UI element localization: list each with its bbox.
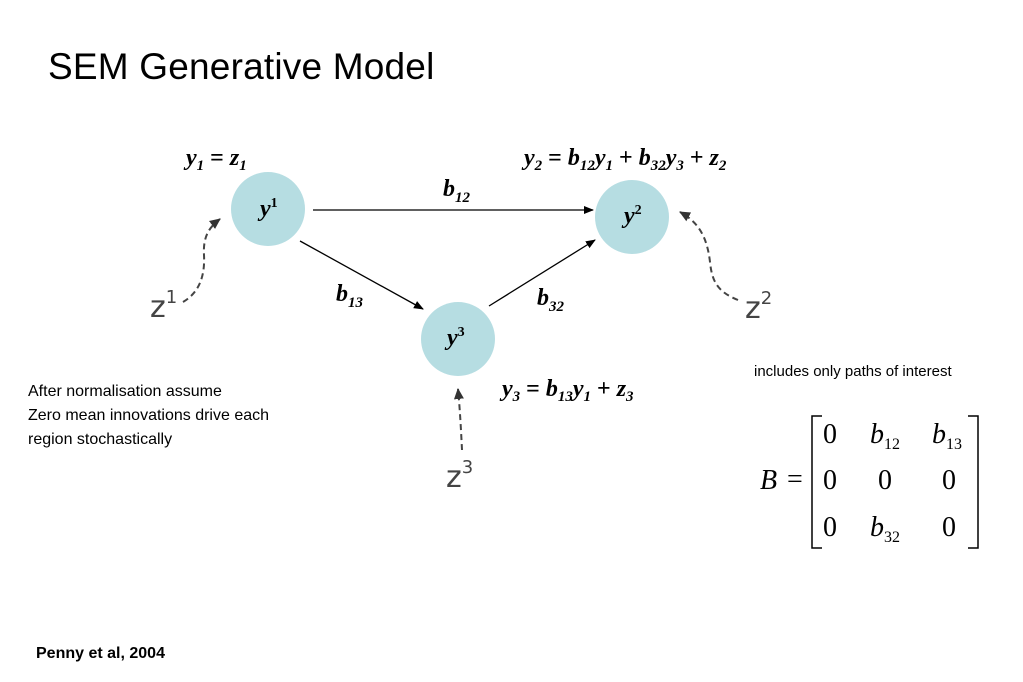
matrix-cell-r3c2: b32 (870, 512, 900, 546)
edge-b12-label: b12 (443, 176, 470, 206)
matrix-name: B (760, 465, 778, 496)
edge-b13-arrow (299, 240, 424, 310)
slide-title: SEM Generative Model (48, 46, 435, 87)
matrix-cell-r1c1: 0 (823, 419, 837, 450)
node-y2-label: y2 (624, 203, 642, 229)
note-line: Zero mean innovations drive each (28, 407, 270, 424)
node-y3-label: y3 (447, 325, 465, 351)
edge-b32-arrow (488, 239, 596, 307)
edge-b32-label: b32 (537, 285, 564, 315)
matrix-cell-r2c2: 0 (878, 465, 892, 496)
innovation-z3-label: z3 (446, 457, 474, 496)
matrix-left-bracket (811, 415, 822, 549)
paths-note: includes only paths of interest (754, 363, 952, 380)
matrix-cell-r1c2: b12 (870, 419, 900, 453)
matrix-cell-r1c3: b13 (932, 419, 962, 453)
equation-y2: y2 = b12y1 + b32y3 + z2 (524, 145, 727, 174)
note-line: region stochastically (28, 431, 173, 448)
node-y3 (421, 302, 495, 376)
matrix-cell-r2c1: 0 (823, 465, 837, 496)
edge-b13-label: b13 (336, 281, 363, 311)
normalisation-note: After normalisation assume Zero mean inn… (28, 380, 269, 452)
citation: Penny et al, 2004 (36, 645, 165, 662)
matrix-cell-r3c3: 0 (942, 512, 956, 543)
innovation-z2-arrow (679, 211, 739, 301)
innovation-z2-label: z2 (745, 288, 773, 327)
note-line: After normalisation assume (28, 383, 222, 400)
innovation-z1-arrow (182, 218, 221, 303)
node-y2 (595, 180, 669, 254)
node-y1-label: y1 (260, 196, 278, 222)
node-y1 (231, 172, 305, 246)
matrix-cell-r2c3: 0 (942, 465, 956, 496)
innovation-z1-label: z1 (150, 287, 178, 326)
matrix-right-bracket (968, 415, 979, 549)
equation-y1: y1 = z1 (186, 145, 247, 174)
innovation-z3-arrow (453, 388, 464, 451)
equation-y3: y3 = b13y1 + z3 (502, 376, 634, 405)
matrix-cell-r3c1: 0 (823, 512, 837, 543)
matrix-equals: = (787, 464, 803, 495)
